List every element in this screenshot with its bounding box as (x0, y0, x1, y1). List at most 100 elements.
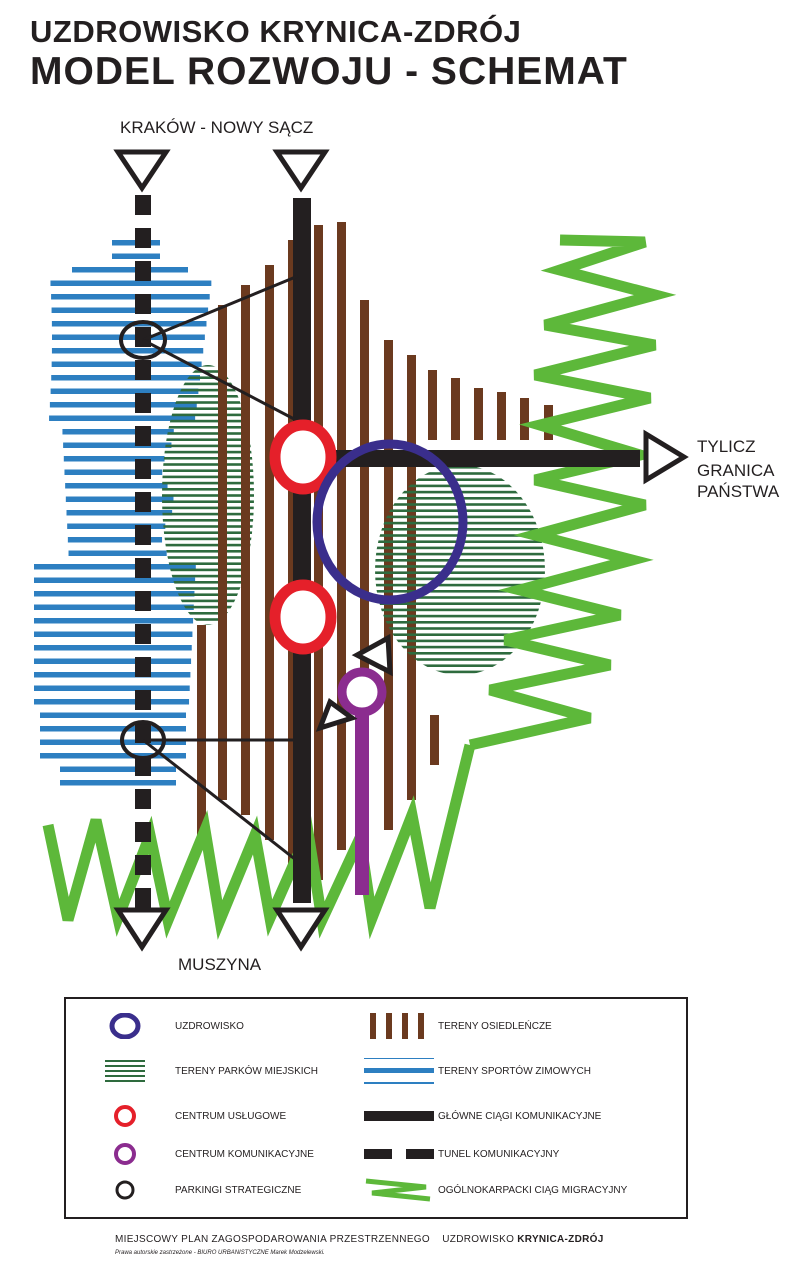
spa-icon (109, 1012, 141, 1040)
service-center-north (269, 419, 337, 495)
settlement-bar (520, 398, 529, 440)
tunnel-dash (135, 591, 151, 611)
park-stripe (162, 370, 254, 373)
footer-plan-text: MIEJSCOWY PLAN ZAGOSPODAROWANIA PRZESTRZ… (115, 1234, 430, 1245)
label-east-3: PAŃSTWA (697, 482, 780, 501)
tunnel-dash (135, 492, 151, 512)
legend-item-transport: CENTRUM KOMUNIKACYJNE (101, 1141, 314, 1167)
title-line-1: UZDROWISKO KRYNICA-ZDRÓJ (30, 14, 522, 49)
transport-center (337, 667, 387, 717)
park-stripe (162, 432, 254, 435)
title-line-2: MODEL ROZWOJU - SCHEMAT (30, 50, 628, 93)
arrow-south-left (113, 907, 171, 952)
legend-item-service: CENTRUM USŁUGOWE (101, 1103, 286, 1129)
park-stripe (162, 624, 254, 625)
park-stripe (162, 587, 254, 590)
tunnel-dash (135, 195, 151, 215)
park-stripe (162, 525, 254, 528)
settlement-zone (197, 222, 553, 880)
tunnel-dash (135, 789, 151, 809)
parking-marker-north (119, 320, 167, 360)
tunnel-dash (135, 855, 151, 875)
tunnel-dash (135, 690, 151, 710)
park-stripe (162, 401, 254, 404)
tunnel-dash (135, 459, 151, 479)
winter-sports-stripe (34, 618, 194, 624)
winter-sports-stripe (40, 753, 186, 759)
legend-label-transport: CENTRUM KOMUNIKACYJNE (175, 1148, 314, 1160)
connector-line (142, 338, 297, 422)
label-south: MUSZYNA (178, 955, 262, 974)
park-stripe (375, 658, 545, 661)
tunnel-dash (135, 228, 151, 248)
settlement-bar (497, 392, 506, 440)
legend-item-settlement: TERENY OSIEDLEŃCZE (364, 1007, 552, 1045)
park-stripe (162, 488, 254, 491)
winter-sports-stripe (63, 442, 172, 448)
connector-line (142, 274, 299, 342)
park-stripe (162, 512, 254, 516)
park-stripe (162, 593, 254, 596)
winter-sports-stripe (112, 253, 160, 259)
park-stripe (162, 618, 254, 621)
legend: UZDROWISKO TERENY PARKÓW MIEJSKICH CENTR… (64, 997, 688, 1219)
winter-sports-stripe (51, 334, 205, 340)
legend-label-migration: OGÓLNOKARPACKI CIĄG MIGRACYJNY (438, 1184, 628, 1196)
winter-sports-stripe (49, 415, 196, 421)
park-stripe (162, 537, 254, 541)
label-north: KRAKÓW - NOWY SĄCZ (120, 118, 314, 137)
park-stripe (162, 506, 254, 510)
tunnel-dash (135, 723, 151, 743)
settlement-bar (451, 378, 460, 440)
arrow-south-right (272, 907, 330, 952)
park-stripe (162, 556, 254, 559)
label-east-2: GRANICA (697, 461, 775, 480)
settlement-bar (265, 265, 274, 840)
tunnel-dash (135, 888, 151, 908)
park-stripe (162, 519, 254, 522)
winter-sports-stripe (67, 523, 166, 529)
park-stripe (162, 438, 254, 441)
legend-item-roads: GŁÓWNE CIĄGI KOMUNIKACYJNE (364, 1103, 601, 1129)
tunnel-dash (135, 426, 151, 446)
legend-label-settlement: TERENY OSIEDLEŃCZE (438, 1020, 552, 1032)
park-stripe (375, 639, 545, 643)
park-stripe (375, 583, 545, 587)
parks-icon (105, 1060, 145, 1082)
legend-item-parking: PARKINGI STRATEGICZNE (101, 1177, 301, 1203)
service-center-icon (114, 1105, 136, 1127)
tunnel-dash (135, 756, 151, 776)
migration-icon (365, 1178, 431, 1202)
legend-label-winter: TERENY SPORTÓW ZIMOWYCH (438, 1065, 591, 1077)
settlement-bar (218, 305, 227, 800)
park-stripe (162, 581, 254, 584)
winter-sports-stripe (68, 550, 167, 556)
tunnel-dash (135, 393, 151, 413)
direction-arrows (113, 149, 689, 952)
winter-sports-stripe (34, 631, 193, 637)
winter-sports-icon (364, 1054, 434, 1087)
park-stripe (375, 614, 545, 618)
park-stripe (375, 621, 545, 624)
park-stripe (162, 574, 254, 578)
settlement-bar (407, 355, 416, 800)
settlement-bar (428, 370, 437, 440)
park-stripe (375, 577, 545, 581)
legend-item-parks: TERENY PARKÓW MIEJSKICH (101, 1058, 318, 1084)
footer-credit: Prawa autorskie zastrzeżone - BIURO URBA… (115, 1250, 325, 1256)
park-stripe (375, 596, 545, 599)
winter-sports-stripe (62, 429, 174, 435)
parking-connectors (142, 274, 299, 862)
transport-center-icon (114, 1143, 136, 1165)
park-stripe (162, 475, 254, 479)
park-stripe (162, 463, 254, 466)
settlement-bar (474, 388, 483, 440)
park-stripe (162, 605, 254, 609)
winter-sports-stripe (67, 537, 163, 543)
park-stripe (162, 543, 254, 547)
winter-sports-stripe (51, 375, 201, 381)
tunnel-dash (135, 657, 151, 677)
park-stripe (375, 466, 545, 469)
park-stripe (375, 484, 545, 488)
tunnel-dash (135, 822, 151, 842)
